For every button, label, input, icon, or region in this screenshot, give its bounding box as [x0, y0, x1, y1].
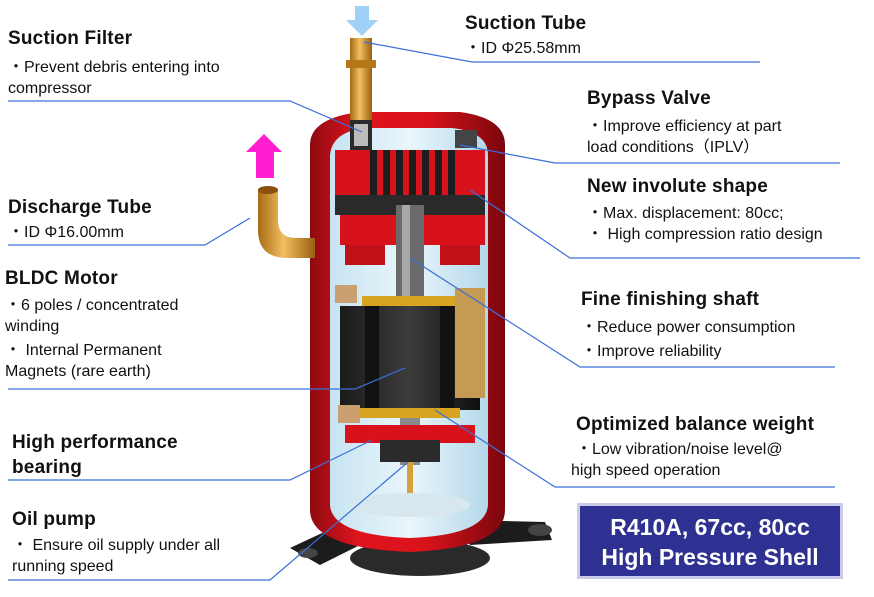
- balance-weight-desc-2: high speed operation: [571, 462, 721, 479]
- shaft-desc-2: ・Improve reliability: [581, 343, 722, 360]
- suction-flow-arrow: [346, 6, 378, 36]
- label-suction-filter: Suction Filter ・Prevent debris entering …: [8, 28, 220, 99]
- suction-filter-title: Suction Filter: [8, 28, 133, 49]
- leader-suction-tube: [363, 41, 760, 63]
- label-discharge-tube: Discharge Tube ・ID Φ16.00mm: [8, 197, 152, 243]
- oil-pump-desc-2: running speed: [12, 558, 114, 575]
- bypass-valve-desc-1: ・Improve efficiency at part: [587, 118, 782, 135]
- leader-shaft: [409, 257, 835, 368]
- leader-involute: [469, 189, 860, 259]
- label-shaft: Fine finishing shaft ・Reduce power consu…: [581, 289, 795, 362]
- balance-weight-desc-1: ・Low vibration/noise level@: [576, 441, 783, 458]
- bldc-motor-desc-4: Magnets (rare earth): [5, 363, 151, 380]
- spec-box: R410A, 67cc, 80cc High Pressure Shell: [577, 503, 843, 579]
- leader-oil-pump: [8, 461, 409, 581]
- label-involute: New involute shape ・Max. displacement: 8…: [587, 176, 823, 245]
- bldc-motor-desc-1: ・6 poles / concentrated: [5, 297, 179, 314]
- suction-filter-desc-2: compressor: [8, 80, 92, 97]
- leader-bldc-motor: [8, 367, 406, 390]
- shaft-title: Fine finishing shaft: [581, 289, 760, 310]
- bearing-title-1: High performance: [12, 432, 178, 453]
- spec-box-line1: R410A, 67cc, 80cc: [610, 514, 810, 540]
- label-bearing: High performance bearing: [12, 430, 178, 480]
- balance-weight-title: Optimized balance weight: [576, 414, 815, 435]
- involute-title: New involute shape: [587, 176, 768, 197]
- leader-bearing: [8, 439, 373, 481]
- involute-desc-1: ・Max. displacement: 80cc;: [587, 205, 784, 222]
- discharge-flow-arrow: [246, 134, 282, 178]
- label-bldc-motor: BLDC Motor ・6 poles / concentrated windi…: [5, 268, 178, 382]
- suction-tube-desc: ・ID Φ25.58mm: [465, 40, 581, 57]
- leader-discharge-tube: [8, 217, 251, 246]
- bldc-motor-desc-2: winding: [5, 318, 60, 335]
- label-balance-weight: Optimized balance weight ・Low vibration/…: [571, 414, 815, 481]
- oil-pump-title: Oil pump: [12, 509, 96, 530]
- leader-balance-weight: [434, 409, 835, 488]
- discharge-tube-desc: ・ID Φ16.00mm: [8, 224, 124, 241]
- suction-filter-desc-1: ・Prevent debris entering into: [8, 59, 220, 76]
- discharge-tube-graphic: [258, 186, 315, 258]
- suction-tube-title: Suction Tube: [465, 13, 587, 34]
- shaft-desc-1: ・Reduce power consumption: [581, 319, 796, 336]
- bypass-valve-desc-2: load conditions（IPLV）: [587, 139, 760, 156]
- bearing-title-2: bearing: [12, 457, 83, 478]
- label-oil-pump: Oil pump ・ Ensure oil supply under all r…: [12, 509, 220, 577]
- oil-pump-desc-1: ・ Ensure oil supply under all: [12, 537, 221, 554]
- bldc-motor-title: BLDC Motor: [5, 268, 118, 289]
- leader-suction-filter: [8, 100, 363, 133]
- spec-box-line2: High Pressure Shell: [601, 544, 819, 570]
- lower-bearing-graphic: [345, 425, 475, 517]
- bldc-motor-desc-3: ・ Internal Permanent: [5, 342, 162, 359]
- bypass-valve-title: Bypass Valve: [587, 88, 711, 109]
- leader-bypass-valve: [459, 144, 840, 164]
- label-bypass-valve: Bypass Valve ・Improve efficiency at part…: [587, 88, 781, 158]
- involute-desc-2: ・ High compression ratio design: [587, 226, 823, 243]
- label-suction-tube: Suction Tube ・ID Φ25.58mm: [465, 13, 586, 59]
- bldc-motor-graphic: [335, 285, 485, 423]
- discharge-tube-title: Discharge Tube: [8, 197, 152, 218]
